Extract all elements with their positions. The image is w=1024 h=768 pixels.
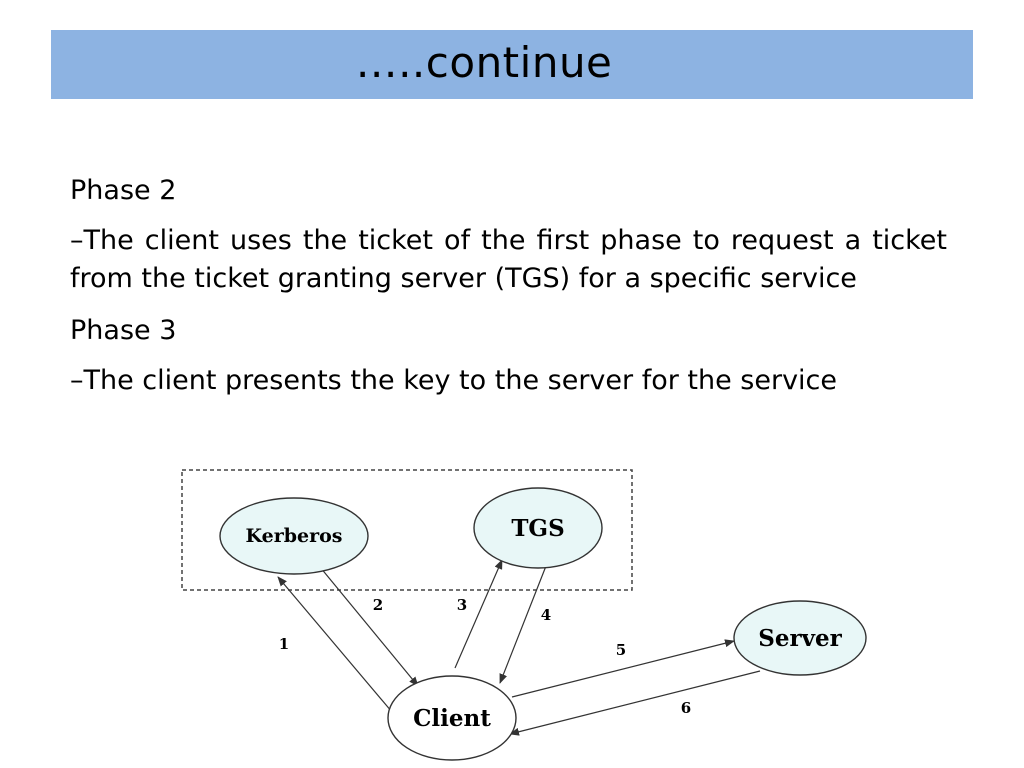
node-server: Server (733, 600, 867, 676)
slide-body: Phase 2 –The client uses the ticket of t… (70, 172, 947, 414)
phase-2-heading: Phase 2 (70, 175, 177, 206)
edge-label-5: 5 (616, 641, 626, 659)
node-server-label: Server (758, 625, 842, 652)
edge-4 (499, 565, 547, 684)
phase-3-heading: Phase 3 (70, 315, 177, 346)
authentication-boundary (181, 469, 633, 591)
node-tgs-label: TGS (511, 515, 564, 542)
phase-3-description: –The client presents the key to the serv… (70, 365, 838, 396)
phase-2-description: –The client uses the ticket of the first… (70, 225, 947, 294)
node-kerberos-label: Kerberos (246, 525, 343, 547)
node-client-label: Client (413, 705, 491, 732)
edge-label-4: 4 (541, 606, 551, 624)
kerberos-diagram: Kerberos TGS Server Client 1 2 3 4 5 6 (181, 469, 867, 761)
slide-title: …..continue (355, 38, 613, 87)
edge-5 (511, 639, 735, 698)
edge-1 (277, 576, 393, 713)
edge-label-6: 6 (681, 699, 691, 717)
edge-3 (454, 559, 503, 669)
node-kerberos: Kerberos (219, 497, 369, 575)
edge-2 (319, 566, 419, 687)
node-tgs: TGS (473, 487, 603, 569)
edge-label-1: 1 (279, 635, 289, 653)
edge-label-2: 2 (373, 596, 383, 614)
slide-title-bar: …..continue (51, 30, 973, 99)
edge-6 (509, 670, 761, 736)
node-client: Client (387, 675, 517, 761)
edge-label-3: 3 (457, 596, 467, 614)
